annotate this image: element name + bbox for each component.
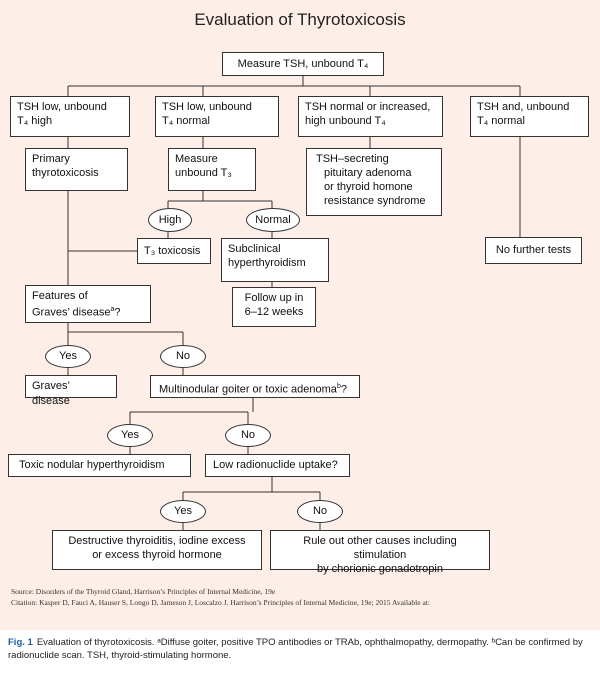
measure-t3-box: Measure unbound T₃ (168, 148, 256, 191)
rule-out-box: Rule out other causes including stimulat… (270, 530, 490, 575)
normal-oval: Normal (246, 208, 300, 232)
high-oval: High (148, 208, 192, 232)
yes-oval-3: Yes (160, 500, 206, 523)
follow-up-box: Follow up in 6–12 weeks (232, 287, 316, 327)
connector-lines (67, 76, 521, 530)
figure-label: Fig. 1 (8, 637, 33, 648)
graves-features-box: Features of Graves’ diseasea? (25, 285, 151, 323)
low-radionuclide-box: Low radionuclide uptake? (205, 454, 350, 477)
diagram-title: Evaluation of Thyrotoxicosis (194, 10, 406, 29)
t3-toxicosis-box: T₃ toxicosis (137, 238, 211, 264)
measure-tsh-box: Measure TSH, unbound T₄ (222, 52, 384, 76)
subclinical-box: Subclinical hyperthyroidism (221, 238, 329, 282)
caption-text: Evaluation of thyrotoxicosis. ᵃDiffuse g… (8, 637, 583, 661)
yes-oval-1: Yes (45, 345, 91, 368)
tsh-low-t4-normal-box: TSH low, unbound T₄ normal (155, 96, 279, 137)
tsh-and-t4-normal-box: TSH and, unbound T₄ normal (470, 96, 589, 137)
yes-oval-2: Yes (107, 424, 153, 447)
no-oval-2: No (225, 424, 271, 447)
tsh-secreting-box: TSH–secreting pituitary adenoma or thyro… (306, 148, 442, 216)
no-oval-1: No (160, 345, 206, 368)
tsh-low-t4-high-box: TSH low, unbound T₄ high (10, 96, 130, 137)
multinodular-box: Multinodular goiter or toxic adenomab? (150, 375, 360, 398)
no-further-tests-box: No further tests (485, 237, 582, 264)
graves-disease-box: Graves’ disease (25, 375, 117, 407)
no-oval-3: No (297, 500, 343, 523)
primary-thyrotoxicosis-box: Primary thyrotoxicosis (25, 148, 128, 191)
destructive-thyroiditis-box: Destructive thyroiditis, iodine excess o… (52, 530, 262, 570)
tsh-normal-t4-high-box: TSH normal or increased, high unbound T₄ (298, 96, 443, 137)
source-citation: Source: Disorders of the Thyroid Gland, … (11, 587, 430, 607)
toxic-nodular-box: Toxic nodular hyperthyroidism (8, 454, 191, 477)
